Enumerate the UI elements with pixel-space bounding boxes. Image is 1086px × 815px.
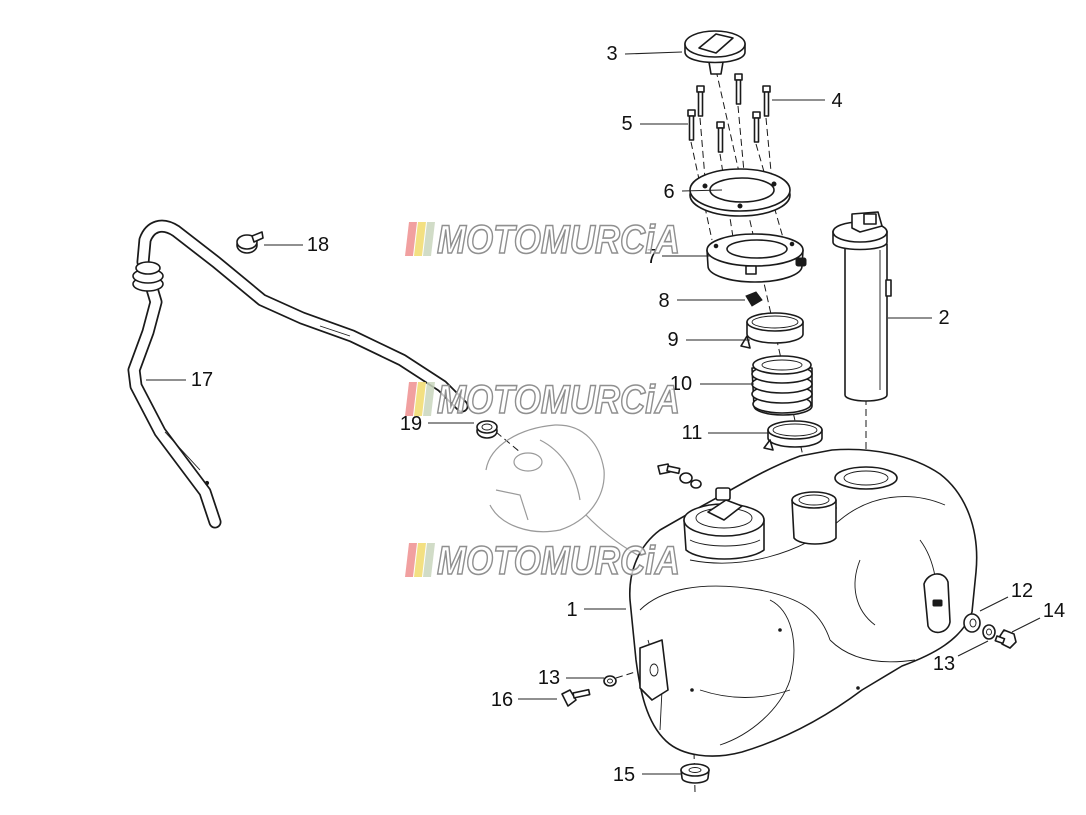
watermark-text: MOTOMURCiA <box>437 218 680 262</box>
leader-line-6 <box>681 189 723 192</box>
watermark-middle: MOTOMURCiA <box>405 377 681 423</box>
leader-lines <box>146 51 1041 775</box>
hose-clamp <box>763 420 823 451</box>
callout-label-17: 17 <box>191 369 213 391</box>
watermark-top: MOTOMURCiA <box>405 217 681 263</box>
leader-line-12 <box>979 596 1009 612</box>
watermark-stripe <box>405 382 417 416</box>
bolt <box>696 85 705 117</box>
callout-label-15: 15 <box>613 764 635 786</box>
fuel-hose <box>127 219 469 529</box>
callout-label-1: 1 <box>566 599 577 621</box>
flange-clip <box>745 291 763 307</box>
cap-ring <box>689 168 791 217</box>
bolt <box>752 111 761 143</box>
tank-right-mount <box>923 573 951 634</box>
callout-label-13-left: 13 <box>538 667 560 689</box>
watermark-stripe <box>423 382 435 416</box>
watermark-stripe <box>405 222 417 256</box>
callout-label-3: 3 <box>606 43 617 65</box>
leader-line-14 <box>1011 617 1041 633</box>
fuel-cap <box>684 30 746 75</box>
watermark-stripe <box>414 382 426 416</box>
watermark-stripe <box>423 222 435 256</box>
watermark-stripe <box>405 543 417 577</box>
rubber-sleeve <box>751 355 813 416</box>
callout-label-2: 2 <box>938 307 949 329</box>
tank-filler-cap-assembly <box>683 487 765 560</box>
hose-fitting <box>132 261 164 292</box>
leader-line-13-right <box>957 640 989 657</box>
watermark-text: MOTOMURCiA <box>437 539 680 583</box>
right-bolt <box>994 629 1017 649</box>
callout-label-16: 16 <box>491 689 513 711</box>
watermark-stripe <box>414 543 426 577</box>
callout-labels: 1 2 3 4 5 6 7 8 9 10 11 12 13 13 14 15 1… <box>191 43 1065 786</box>
right-washer-small <box>982 624 996 640</box>
bolt <box>762 85 771 117</box>
tank-left-mount <box>639 639 669 701</box>
callout-label-13-right: 13 <box>933 653 955 675</box>
callout-label-18: 18 <box>307 234 329 256</box>
callout-label-11: 11 <box>682 422 703 444</box>
hose-clip <box>236 231 264 254</box>
callout-label-9: 9 <box>667 329 678 351</box>
cap-bolts <box>687 73 771 153</box>
watermark-bottom: MOTOMURCiA <box>405 538 681 584</box>
left-washer <box>603 675 617 687</box>
right-washer-large <box>963 613 981 633</box>
callout-label-14: 14 <box>1043 600 1065 622</box>
watermark-stripe <box>423 543 435 577</box>
callout-label-10: 10 <box>670 373 692 395</box>
leader-line-3 <box>624 51 683 55</box>
bolt <box>687 109 696 141</box>
watermark-text: MOTOMURCiA <box>437 378 680 422</box>
callout-label-12: 12 <box>1011 580 1033 602</box>
explode-axis-lines <box>495 69 961 793</box>
callout-label-5: 5 <box>621 113 632 135</box>
drain-grommet <box>680 763 710 784</box>
callout-label-19: 19 <box>400 413 422 435</box>
callout-label-6: 6 <box>663 181 674 203</box>
watermark-stripe <box>414 222 426 256</box>
callout-label-8: 8 <box>658 290 669 312</box>
pump-tube <box>832 211 892 402</box>
filler-flange <box>706 233 807 283</box>
callout-label-4: 4 <box>831 90 842 112</box>
tank-filler-neck <box>791 491 837 545</box>
tank-pump-opening <box>834 466 898 490</box>
bolt <box>716 121 725 153</box>
filler-bolt-set <box>657 463 702 489</box>
band-ring <box>740 312 804 349</box>
callout-label-7: 7 <box>646 246 657 268</box>
bolt <box>734 73 743 105</box>
small-clamp <box>476 420 498 439</box>
left-bolt <box>561 688 591 707</box>
